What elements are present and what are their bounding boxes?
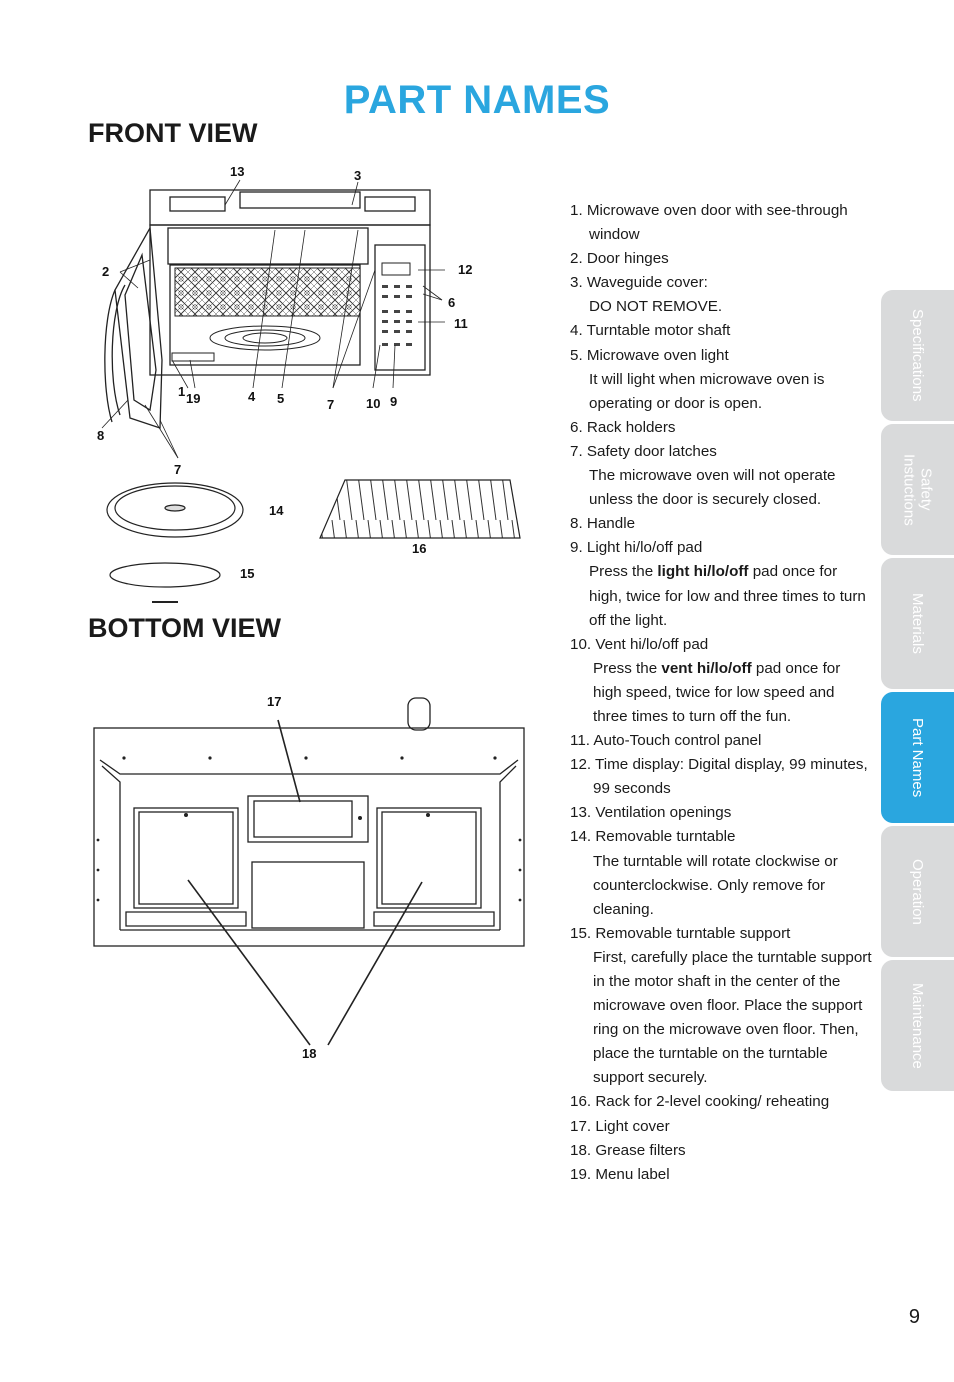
tab-specifications[interactable]: Specifications	[881, 290, 954, 421]
callout-13: 13	[230, 164, 244, 179]
callout-10: 10	[366, 396, 380, 411]
callout-2: 2	[102, 264, 109, 279]
open-door	[104, 225, 163, 429]
part-item-17: 17. Light cover	[570, 1117, 670, 1135]
part-item-18: 18. Grease filters	[570, 1141, 686, 1159]
tab-operation[interactable]: Operation	[881, 826, 954, 957]
tab-materials[interactable]: Materials	[881, 558, 954, 689]
part-item-3: 3. Waveguide cover:DO NOT REMOVE.	[570, 274, 723, 316]
bottom-callouts: 17 18	[267, 694, 316, 1061]
turntable-support	[109, 562, 221, 603]
ventilation-grille	[174, 267, 361, 317]
callout-5: 5	[277, 391, 284, 406]
part-item-1: 1. Microwave oven door with see-through …	[570, 202, 848, 244]
part-item-4: 4. Turntable motor shaft	[570, 322, 731, 340]
part-item-6: 6. Rack holders	[570, 418, 676, 436]
front-view-title: FRONT VIEW	[88, 118, 258, 148]
front-callouts: 13 3 2 12 6 11 1 19 4 5 7 10 9 8 7 14 15…	[97, 164, 472, 581]
callout-16: 16	[412, 541, 426, 556]
callout-15: 15	[240, 566, 254, 581]
callout-19: 19	[186, 391, 200, 406]
front-view-diagram: 13 3 2 12 6 11 1 19 4 5 7 10 9 8 7 14 15…	[97, 164, 521, 603]
page-number: 9	[908, 1306, 920, 1328]
part-item-19: 19. Menu label	[570, 1165, 670, 1183]
front-leader-lines	[101, 179, 445, 459]
part-item-8: 8. Handle	[570, 515, 636, 533]
control-panel-keys	[382, 285, 412, 346]
callout-11: 11	[454, 316, 468, 331]
callout-9: 9	[390, 394, 397, 409]
bottom-view-diagram: 17 18	[93, 694, 525, 1061]
part-item-12: 12. Time display: Digital display, 99 mi…	[570, 756, 868, 798]
callout-3: 3	[354, 168, 361, 183]
microwave-bottom-body	[93, 697, 525, 947]
callout-6: 6	[448, 295, 455, 310]
bottom-leader-lines	[187, 719, 423, 1046]
callout-7-top: 7	[327, 397, 334, 412]
turntable-motor-area	[171, 325, 321, 362]
callout-4: 4	[248, 389, 256, 404]
part-item-11: 11. Auto-Touch control panel	[570, 732, 762, 750]
part-item-13: 13. Ventilation openings	[570, 804, 732, 822]
part-item-2: 2. Door hinges	[570, 250, 669, 268]
part-item-16: 16. Rack for 2-level cooking/ reheating	[570, 1093, 830, 1111]
bottom-screws	[96, 756, 522, 902]
tab-maintenance[interactable]: Maintenance	[881, 960, 954, 1091]
bottom-view-title: BOTTOM VIEW	[88, 613, 281, 643]
callout-1: 1	[178, 384, 185, 399]
tab-part-names[interactable]: Part Names	[881, 692, 954, 823]
tab-safety-instructions[interactable]: Safety Instuctions	[881, 424, 954, 555]
cooking-rack	[319, 479, 521, 539]
callout-18: 18	[302, 1046, 316, 1061]
page-title: PART NAMES	[343, 78, 611, 122]
callout-8: 8	[97, 428, 104, 443]
callout-17: 17	[267, 694, 281, 709]
parts-list: 1. Microwave oven door with see-through …	[570, 199, 872, 1187]
callout-14: 14	[269, 503, 284, 518]
callout-12: 12	[458, 262, 472, 277]
turntable	[106, 482, 244, 538]
callout-7-bottom: 7	[174, 462, 181, 477]
